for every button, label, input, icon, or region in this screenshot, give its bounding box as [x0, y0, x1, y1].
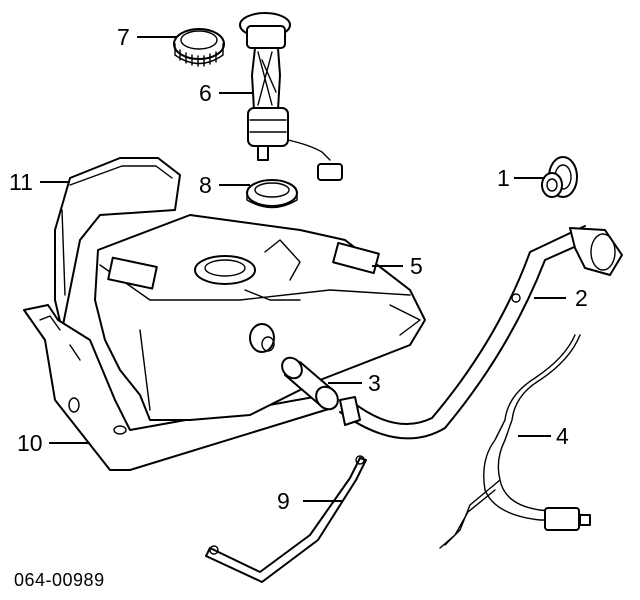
part-2-filler-tube	[339, 225, 623, 440]
part-4-vent-hose	[439, 334, 591, 549]
part-9-strap	[205, 455, 367, 583]
part-8-seal	[246, 179, 298, 209]
fuel-tank	[94, 214, 426, 421]
leader-lines	[40, 36, 566, 502]
callout-5: 5	[410, 253, 423, 279]
reference-code: 064-00989	[14, 570, 105, 590]
callout-9: 9	[277, 488, 290, 514]
part-1-grommet	[541, 156, 578, 198]
callout-7: 7	[117, 24, 130, 50]
part-11-heat-shield	[54, 157, 181, 331]
callout-4: 4	[556, 423, 569, 449]
part-6-fuel-pump-module	[239, 12, 343, 181]
callout-11: 11	[9, 169, 33, 195]
callout-8: 8	[199, 172, 212, 198]
callout-3: 3	[368, 370, 381, 396]
callout-10: 10	[17, 430, 43, 456]
callout-2: 2	[575, 285, 588, 311]
callout-1: 1	[497, 165, 510, 191]
part-3-hose	[281, 356, 339, 411]
part-7-lock-ring	[173, 28, 225, 67]
callout-6: 6	[199, 80, 212, 106]
